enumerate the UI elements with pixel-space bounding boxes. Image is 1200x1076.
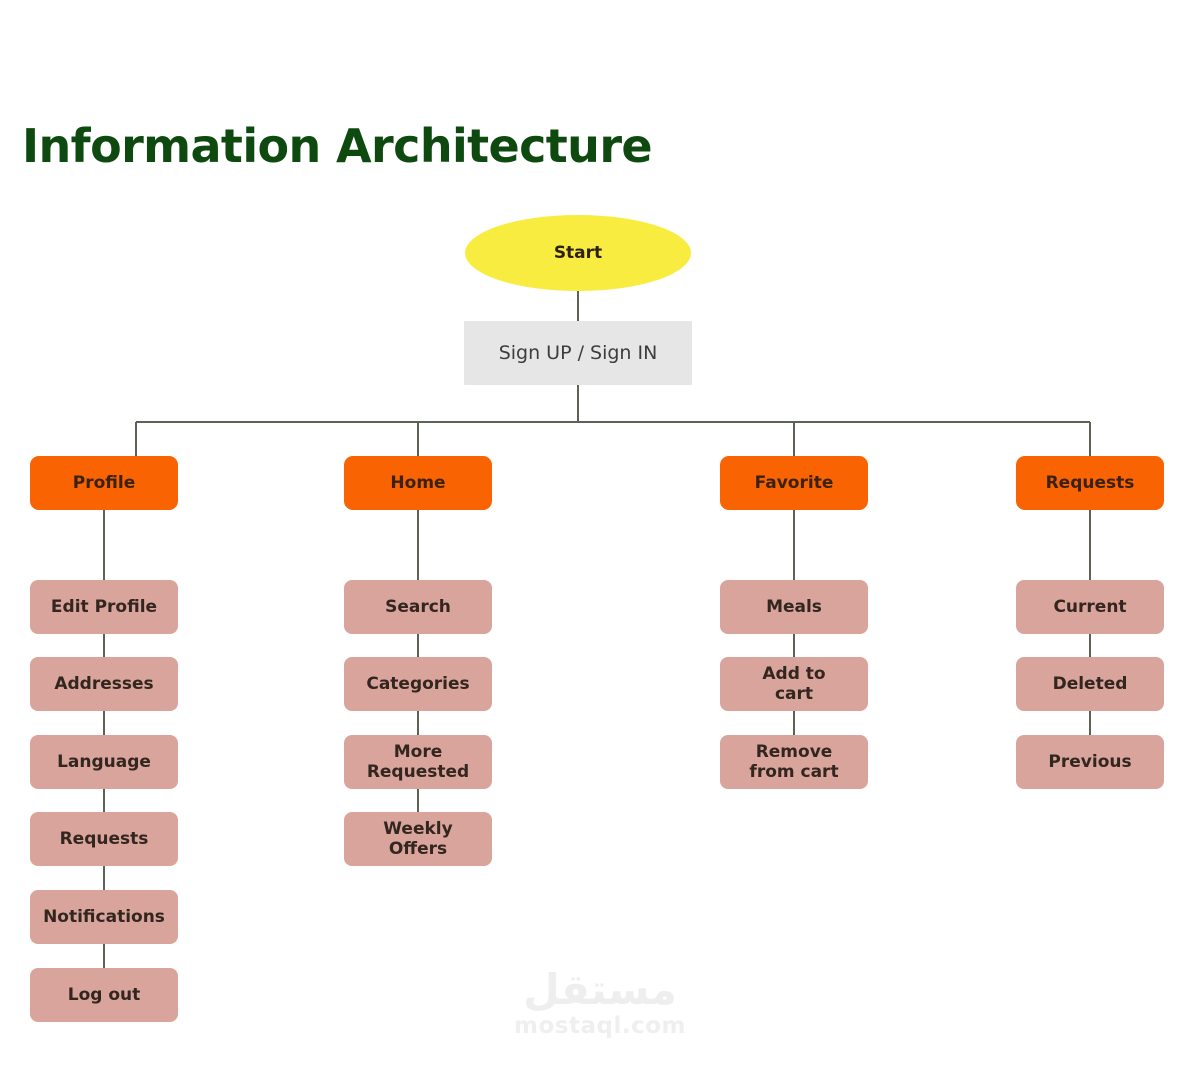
node-section-profile-label: Profile	[72, 472, 136, 493]
node-leaf-meals[interactable]: Meals	[720, 580, 868, 634]
node-section-profile[interactable]: Profile	[30, 456, 178, 510]
node-section-requests-label: Requests	[1045, 472, 1135, 493]
node-leaf-search-label: Search	[385, 596, 451, 617]
node-start[interactable]: Start	[465, 215, 691, 291]
node-section-home[interactable]: Home	[344, 456, 492, 510]
node-leaf-log-out-label: Log out	[67, 984, 141, 1005]
node-leaf-more-requested-label: More Requested	[366, 741, 470, 782]
node-section-home-label: Home	[390, 472, 446, 493]
node-leaf-add-to-cart[interactable]: Add to cart	[720, 657, 868, 711]
node-leaf-language-label: Language	[57, 751, 151, 772]
node-leaf-weekly-offers-label: Weekly Offers	[383, 818, 453, 859]
node-leaf-profile-requests-label: Requests	[59, 828, 149, 849]
node-section-favorite[interactable]: Favorite	[720, 456, 868, 510]
node-leaf-current[interactable]: Current	[1016, 580, 1164, 634]
node-leaf-log-out[interactable]: Log out	[30, 968, 178, 1022]
node-leaf-add-to-cart-label: Add to cart	[762, 663, 826, 704]
page-title: Information Architecture	[22, 118, 653, 173]
node-leaf-edit-profile[interactable]: Edit Profile	[30, 580, 178, 634]
node-leaf-edit-profile-label: Edit Profile	[50, 596, 158, 617]
node-sign-up-sign-in-label: Sign UP / Sign IN	[498, 341, 658, 364]
node-leaf-categories-label: Categories	[366, 673, 470, 694]
node-leaf-previous[interactable]: Previous	[1016, 735, 1164, 789]
node-leaf-categories[interactable]: Categories	[344, 657, 492, 711]
node-start-label: Start	[553, 242, 603, 263]
node-leaf-profile-requests[interactable]: Requests	[30, 812, 178, 866]
node-leaf-notifications-label: Notifications	[43, 906, 165, 927]
node-leaf-addresses-label: Addresses	[54, 673, 154, 694]
node-leaf-current-label: Current	[1053, 596, 1127, 617]
node-leaf-remove-from-cart-label: Remove from cart	[749, 741, 839, 782]
node-leaf-search[interactable]: Search	[344, 580, 492, 634]
node-leaf-weekly-offers[interactable]: Weekly Offers	[344, 812, 492, 866]
node-leaf-more-requested[interactable]: More Requested	[344, 735, 492, 789]
node-leaf-deleted[interactable]: Deleted	[1016, 657, 1164, 711]
node-leaf-remove-from-cart[interactable]: Remove from cart	[720, 735, 868, 789]
node-sign-up-sign-in[interactable]: Sign UP / Sign IN	[464, 321, 692, 385]
node-section-favorite-label: Favorite	[754, 472, 834, 493]
node-leaf-meals-label: Meals	[766, 596, 822, 617]
node-leaf-deleted-label: Deleted	[1052, 673, 1128, 694]
node-leaf-addresses[interactable]: Addresses	[30, 657, 178, 711]
node-leaf-previous-label: Previous	[1048, 751, 1132, 772]
watermark: مستقل mostaql.com	[0, 965, 1200, 1042]
watermark-arabic-text: مستقل	[523, 965, 677, 1014]
node-section-requests[interactable]: Requests	[1016, 456, 1164, 510]
node-leaf-language[interactable]: Language	[30, 735, 178, 789]
node-leaf-notifications[interactable]: Notifications	[30, 890, 178, 944]
watermark-url-text: mostaql.com	[514, 1013, 686, 1040]
